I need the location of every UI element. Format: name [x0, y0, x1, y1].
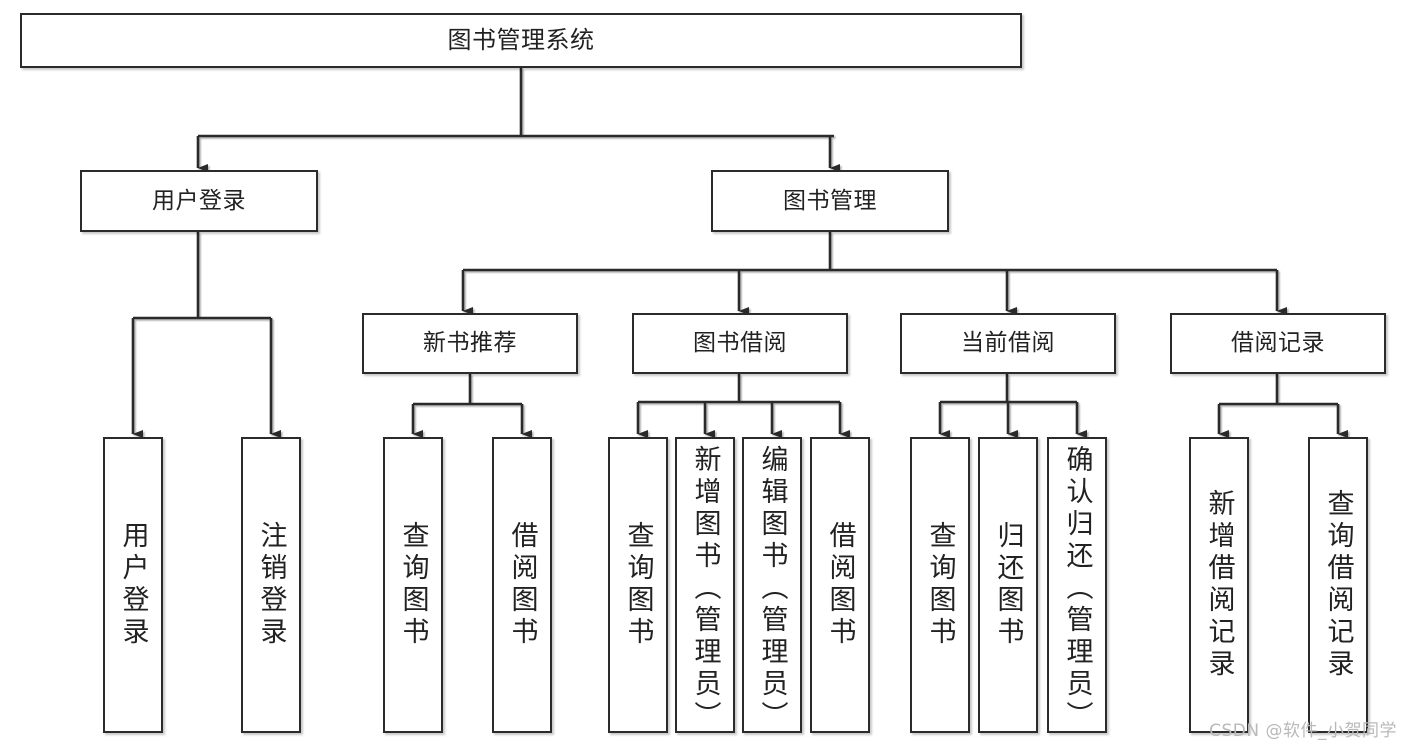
node-label: 用户登录	[152, 187, 246, 214]
leaf-user-logout[interactable]: 注销登录	[241, 437, 301, 733]
node-current-borrow[interactable]: 当前借阅	[900, 313, 1116, 374]
node-label: 新增借阅记录	[1203, 489, 1235, 681]
leaf-query-book-current[interactable]: 查询图书	[910, 437, 970, 733]
leaf-user-login[interactable]: 用户登录	[103, 437, 163, 733]
leaf-confirm-return-admin[interactable]: 确认归还（管理员）	[1047, 437, 1107, 733]
node-label: 新增图书（管理员）	[689, 445, 721, 733]
node-label: 查询图书	[622, 521, 654, 649]
node-label: 用户登录	[117, 521, 149, 649]
node-label: 图书管理	[783, 187, 877, 214]
node-label: 注销登录	[255, 521, 287, 649]
node-label: 查询图书	[397, 521, 429, 649]
node-book-borrow[interactable]: 图书借阅	[632, 313, 848, 374]
node-label: 确认归还（管理员）	[1061, 445, 1093, 733]
node-label: 归还图书	[992, 521, 1024, 649]
node-label: 查询借阅记录	[1322, 489, 1354, 681]
node-label: 编辑图书（管理员）	[756, 445, 788, 733]
node-book-management[interactable]: 图书管理	[711, 170, 949, 232]
node-label: 借阅图书	[506, 521, 538, 649]
leaf-edit-book-admin[interactable]: 编辑图书（管理员）	[742, 437, 802, 733]
node-label: 查询图书	[924, 521, 956, 649]
leaf-add-book-admin[interactable]: 新增图书（管理员）	[675, 437, 735, 733]
leaf-query-borrow-record[interactable]: 查询借阅记录	[1308, 437, 1368, 733]
node-label: 图书管理系统	[447, 25, 595, 54]
leaf-query-book-new[interactable]: 查询图书	[383, 437, 443, 733]
leaf-borrow-book[interactable]: 借阅图书	[810, 437, 870, 733]
leaf-query-book-borrow[interactable]: 查询图书	[608, 437, 668, 733]
node-user-login[interactable]: 用户登录	[80, 170, 318, 232]
node-label: 新书推荐	[423, 330, 517, 357]
node-label: 图书借阅	[693, 330, 787, 357]
node-label: 当前借阅	[961, 330, 1055, 357]
node-label: 借阅图书	[824, 521, 856, 649]
watermark-text: CSDN @软件_小贺同学	[1209, 721, 1397, 741]
node-root-system[interactable]: 图书管理系统	[20, 13, 1022, 68]
node-borrow-record[interactable]: 借阅记录	[1170, 313, 1386, 374]
node-label: 借阅记录	[1231, 330, 1325, 357]
node-new-book-recommend[interactable]: 新书推荐	[362, 313, 578, 374]
leaf-return-book[interactable]: 归还图书	[978, 437, 1038, 733]
leaf-add-borrow-record[interactable]: 新增借阅记录	[1189, 437, 1249, 733]
leaf-borrow-book-new[interactable]: 借阅图书	[492, 437, 552, 733]
